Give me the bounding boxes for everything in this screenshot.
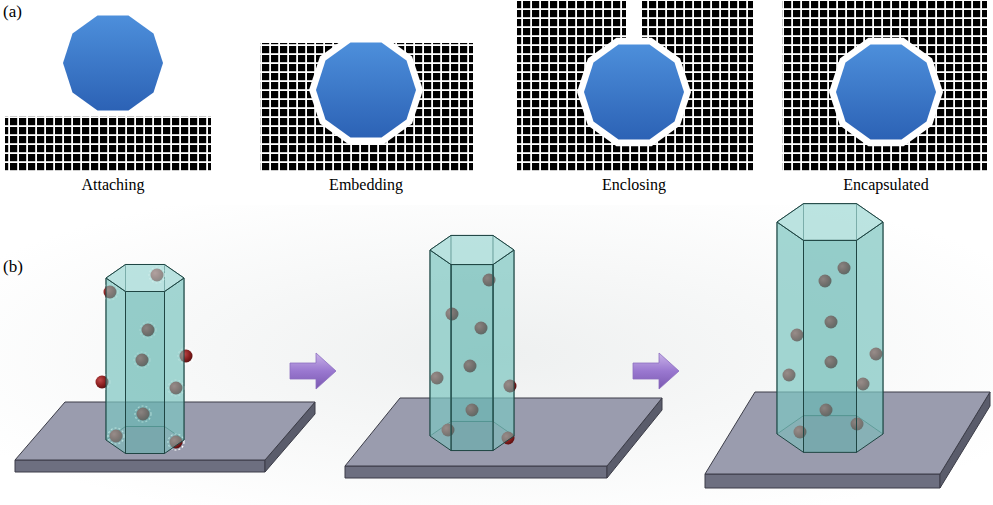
process-arrow — [290, 353, 336, 389]
panel-label: (a) — [3, 3, 22, 22]
panel-label-text: (b) — [3, 258, 23, 277]
panel-label: (b) — [3, 258, 23, 277]
matrix-cavity — [577, 38, 691, 146]
panel-b-art — [15, 204, 990, 488]
substrate-side — [345, 466, 607, 478]
state-caption: Embedding — [329, 176, 403, 194]
panel-ground — [0, 205, 993, 505]
state-caption-text: Encapsulated — [843, 176, 928, 194]
nanorod-prism — [777, 204, 883, 453]
matrix-grid — [5, 116, 211, 171]
matrix-cavity — [309, 36, 423, 144]
particle-decagon — [63, 15, 163, 110]
state-caption-text: Attaching — [81, 176, 144, 194]
state-caption: Enclosing — [602, 176, 666, 194]
state-caption-text: Enclosing — [602, 176, 666, 194]
substrate-side — [705, 474, 940, 488]
cavity-opening — [626, 0, 642, 52]
nanorod-prism — [430, 235, 517, 450]
particle-decagon — [316, 42, 416, 137]
matrix-cavity — [829, 38, 943, 146]
panel-label-text: (a) — [3, 3, 22, 22]
nanorod-prism — [94, 264, 194, 453]
matrix-grid — [782, 1, 987, 171]
particle-decagon — [836, 44, 936, 139]
matrix-grid — [260, 43, 473, 171]
state-caption: Encapsulated — [843, 176, 928, 194]
state-caption: Attaching — [81, 176, 144, 194]
panel-a-art — [5, 0, 987, 171]
matrix-grid — [517, 1, 753, 171]
substrate-side — [15, 460, 265, 472]
particle-decagon — [584, 44, 684, 139]
state-caption-text: Embedding — [329, 176, 403, 194]
process-arrow — [633, 353, 679, 389]
